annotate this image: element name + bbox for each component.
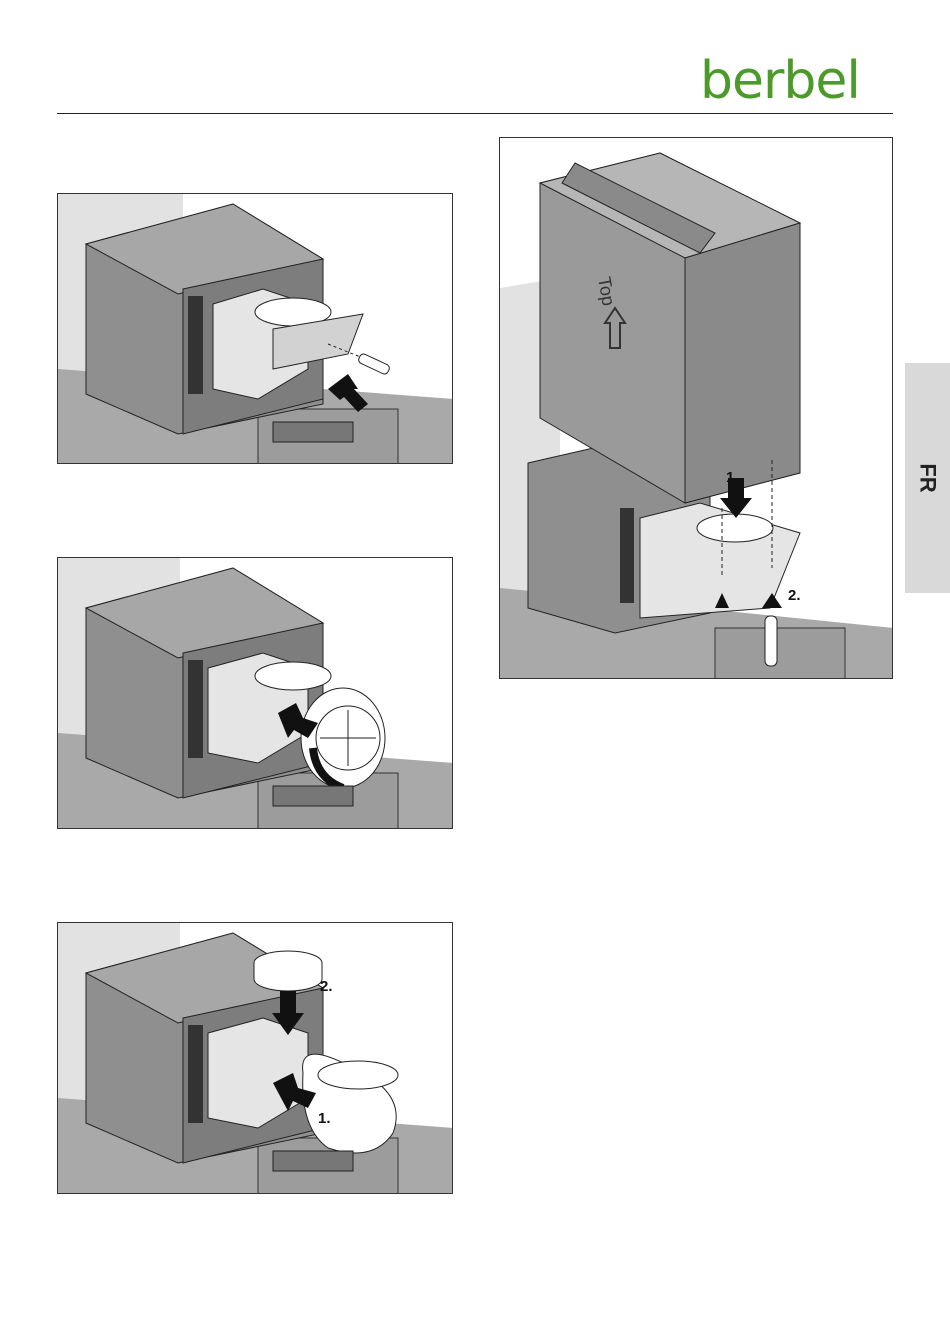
header-rule xyxy=(57,113,893,114)
fig3-label-2: 2. xyxy=(320,978,333,995)
illustration-2-drawing xyxy=(58,558,453,829)
illustration-fan-bracket-screw xyxy=(57,193,453,464)
language-tab-label: FR xyxy=(914,463,940,492)
illustration-4-drawing: Top 1. 2. xyxy=(500,138,893,679)
fig4-label-1: 1. xyxy=(726,469,739,486)
illustration-1-drawing xyxy=(58,194,453,464)
illustration-fan-grille-attach xyxy=(57,557,453,829)
illustration-3-drawing: 2. 1. xyxy=(58,923,453,1194)
illustration-plinth-box-mount: Top 1. 2. xyxy=(499,137,893,679)
logo-text: berbel xyxy=(700,50,895,112)
berbel-logo: berbel xyxy=(700,50,895,112)
fig3-label-1: 1. xyxy=(318,1110,331,1127)
fig4-label-2: 2. xyxy=(788,587,801,604)
illustration-duct-connectors: 2. 1. xyxy=(57,922,453,1194)
language-tab: FR xyxy=(905,363,950,593)
